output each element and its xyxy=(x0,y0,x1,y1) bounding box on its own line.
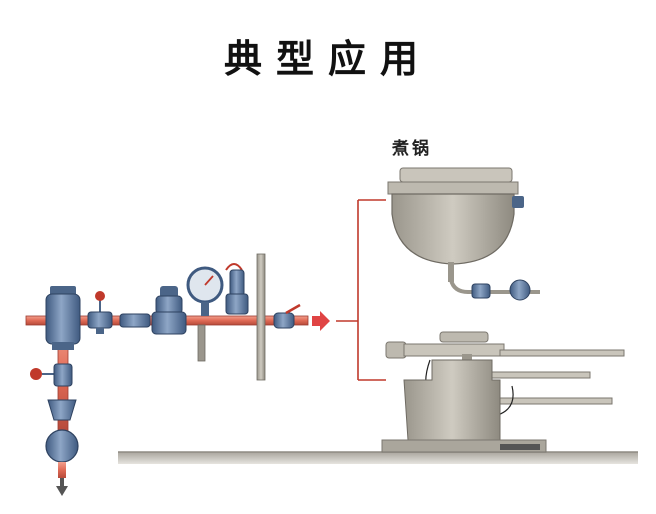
kettle-label: 煮锅 xyxy=(392,139,432,159)
steam-separator xyxy=(45,286,81,350)
safety-valve xyxy=(225,263,249,315)
inline-strainer xyxy=(119,313,151,328)
standpipe xyxy=(256,253,266,381)
gate-valve xyxy=(87,291,113,334)
kettle xyxy=(387,167,540,294)
kettle-drain-valves xyxy=(471,279,531,301)
pressure-gauge xyxy=(186,266,224,362)
supply-lines xyxy=(336,199,386,381)
page-title: 典型应用 xyxy=(223,36,432,81)
floor xyxy=(118,451,638,464)
drain-branch xyxy=(30,363,79,496)
press-machine xyxy=(381,331,625,453)
ball-valve xyxy=(273,303,301,329)
flow-arrow xyxy=(312,311,330,331)
pressure-reducing-valve xyxy=(151,286,187,335)
